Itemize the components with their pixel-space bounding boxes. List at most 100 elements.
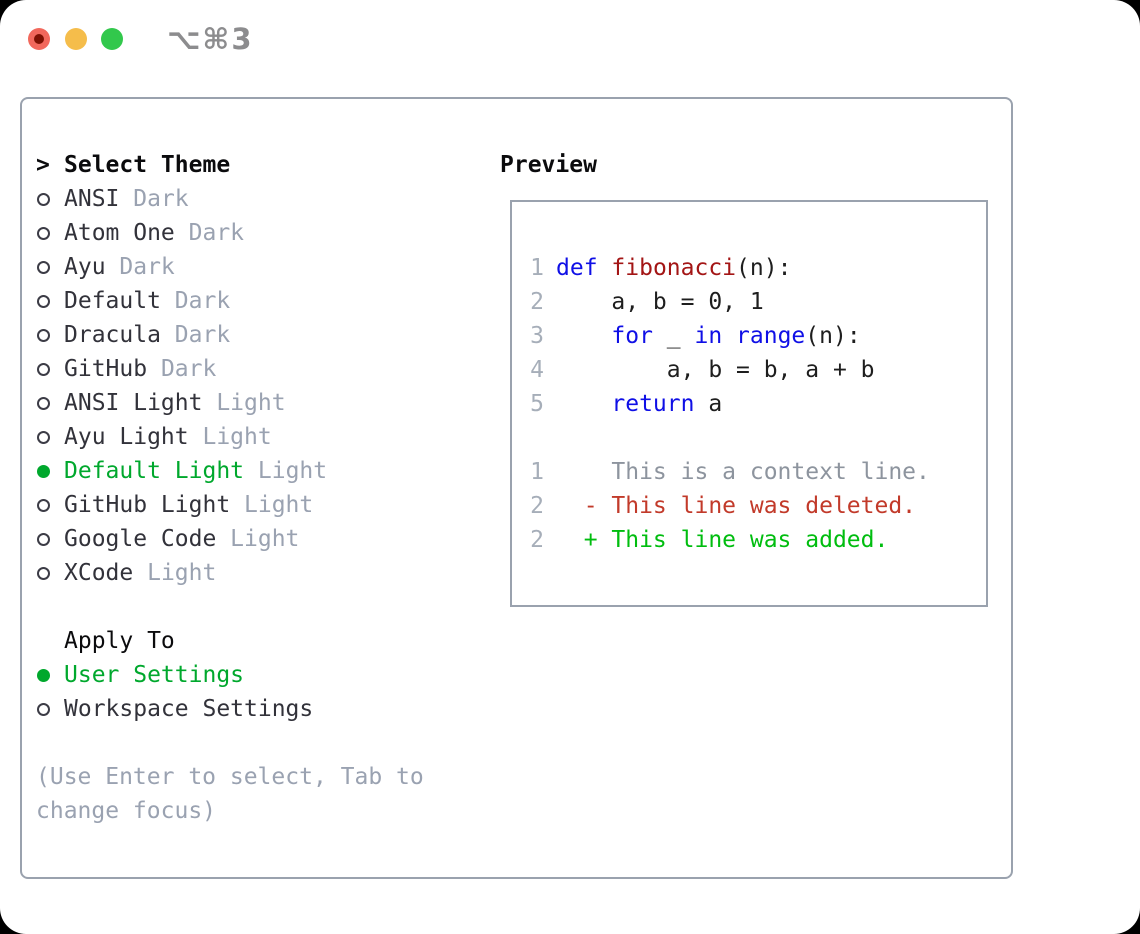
code-line-text: + This line was added. [556, 527, 889, 553]
radio-icon [37, 702, 50, 716]
select-theme-header: > Select Theme [36, 148, 424, 182]
theme-option[interactable]: XCode Light [36, 556, 424, 590]
help-text-line1: (Use Enter to select, Tab to [36, 764, 424, 790]
theme-name: XCode [64, 560, 148, 586]
theme-option[interactable]: Dracula Dark [36, 318, 424, 352]
radio-icon [37, 668, 50, 682]
apply-to-option[interactable]: Workspace Settings [36, 692, 424, 726]
line-number: 3 [530, 323, 544, 349]
line-number: 4 [530, 357, 544, 383]
code-line-text: - This line was deleted. [556, 493, 917, 519]
theme-variant: Dark [133, 186, 189, 212]
code-line: 5 return a [530, 387, 930, 421]
minimize-button-icon[interactable] [65, 28, 87, 50]
code-line: 3 for _ in range(n): [530, 319, 930, 353]
code-line: 1 This is a context line. [530, 455, 930, 489]
theme-option[interactable]: GitHub Dark [36, 352, 424, 386]
radio-icon [37, 430, 50, 444]
code-line: 2 - This line was deleted. [530, 489, 930, 523]
theme-variant: Light [147, 560, 217, 586]
line-number: 1 [530, 459, 544, 485]
titlebar: ⌥⌘3 [0, 0, 1140, 78]
theme-variant: Light [216, 390, 286, 416]
line-number: 2 [530, 527, 544, 553]
code-line: 1 def fibonacci(n): [530, 251, 930, 285]
code-line-text: def fibonacci(n): [556, 255, 792, 281]
theme-name: Atom One [64, 220, 189, 246]
theme-option[interactable]: Google Code Light [36, 522, 424, 556]
help-text-line2: change focus) [36, 798, 217, 824]
apply-to-option[interactable]: User Settings [36, 658, 424, 692]
preview-title: Preview [500, 152, 597, 178]
preview-pane: 1 def fibonacci(n): 2 a, b = 0, 1 3 for … [510, 200, 988, 607]
code-line-text: for _ in range(n): [611, 323, 861, 349]
theme-variant: Light [230, 526, 300, 552]
radio-icon [37, 532, 50, 546]
window-shortcut-label: ⌥⌘3 [167, 22, 254, 56]
close-button-icon[interactable] [28, 28, 50, 50]
line-number: 1 [530, 255, 544, 281]
apply-to-title: Apply To [64, 628, 175, 654]
theme-option[interactable]: GitHub Light Light [36, 488, 424, 522]
theme-option[interactable]: ANSI Light Light [36, 386, 424, 420]
radio-icon [37, 328, 50, 342]
apply-to-option-label: Workspace Settings [64, 696, 314, 722]
theme-name: Google Code [64, 526, 231, 552]
prompt-caret-icon: > [36, 152, 50, 178]
code-line: 4 a, b = b, a + b [530, 353, 930, 387]
spacer [36, 726, 424, 760]
theme-option[interactable]: Ayu Light Light [36, 420, 424, 454]
radio-icon [37, 294, 50, 308]
line-number: 5 [530, 391, 544, 417]
radio-icon [37, 464, 50, 478]
theme-variant: Dark [188, 220, 245, 246]
apply-to-options: User Settings Workspace Settings [36, 658, 424, 726]
radio-icon [37, 226, 50, 240]
select-theme-title: Select Theme [64, 152, 231, 178]
theme-items: ANSI Dark Atom One Dark Ayu Dark Default… [36, 182, 424, 590]
theme-option[interactable]: Default Dark [36, 284, 424, 318]
code-line-text: a, b = 0, 1 [556, 289, 764, 315]
theme-name: GitHub Light [64, 492, 245, 518]
code-line-text: a, b = b, a + b [556, 357, 875, 383]
spacer [36, 590, 424, 624]
radio-icon [37, 362, 50, 376]
theme-variant: Light [202, 424, 272, 450]
theme-variant: Dark [119, 254, 175, 280]
theme-option[interactable]: Atom One Dark [36, 216, 424, 250]
theme-list: > Select Theme ANSI Dark Atom One Dark A… [36, 148, 424, 828]
theme-name: GitHub [64, 356, 161, 382]
theme-name: Default Light [64, 458, 258, 484]
apply-to-header: Apply To [36, 624, 424, 658]
code-line-text: return a [611, 391, 723, 417]
code-line-text: This is a context line. [556, 459, 930, 485]
radio-icon [37, 566, 50, 580]
theme-name: Ayu Light [64, 424, 203, 450]
radio-icon [37, 498, 50, 512]
theme-name: ANSI Light [64, 390, 217, 416]
theme-option[interactable]: Ayu Dark [36, 250, 424, 284]
code-preview: 1 def fibonacci(n): 2 a, b = 0, 1 3 for … [530, 251, 930, 557]
radio-icon [37, 396, 50, 410]
line-number: 2 [530, 289, 544, 315]
theme-option[interactable]: Default Light Light [36, 454, 424, 488]
theme-name: Ayu [64, 254, 120, 280]
code-line: 2 a, b = 0, 1 [530, 285, 930, 319]
theme-option[interactable]: ANSI Dark [36, 182, 424, 216]
theme-variant: Light [257, 458, 328, 484]
theme-name: ANSI [64, 186, 134, 212]
code-line [530, 421, 930, 455]
radio-icon [37, 192, 50, 206]
line-number: 2 [530, 493, 544, 519]
theme-variant: Dark [174, 288, 231, 314]
radio-icon [37, 260, 50, 274]
theme-variant: Dark [160, 356, 217, 382]
code-line: 2 + This line was added. [530, 523, 930, 557]
theme-picker-panel: > Select Theme ANSI Dark Atom One Dark A… [20, 97, 1013, 879]
apply-to-option-label: User Settings [64, 662, 245, 688]
zoom-button-icon[interactable] [101, 28, 123, 50]
theme-variant: Dark [174, 322, 231, 348]
theme-variant: Light [244, 492, 314, 518]
theme-name: Dracula [64, 322, 175, 348]
